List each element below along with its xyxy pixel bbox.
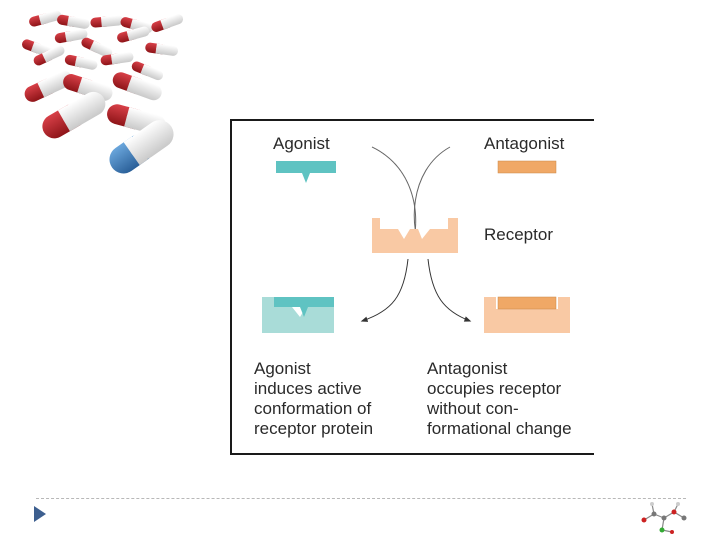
receptor-unchanged-conformation (484, 297, 570, 333)
receptor-protein (372, 218, 458, 253)
antagonist-caption: Antagonist occupies receptor without con… (427, 359, 572, 439)
receptor-label: Receptor (484, 225, 553, 244)
antagonist-molecule (497, 160, 557, 174)
antagonist-caption-line: formational change (427, 419, 572, 438)
agonist-caption-line: receptor protein (254, 419, 374, 438)
antagonist-caption-line: Antagonist (427, 359, 508, 378)
agonist-caption-line: conformation of (254, 399, 372, 418)
antagonist-caption-line: occupies receptor (427, 379, 562, 398)
agonist-molecule (276, 161, 336, 183)
receptor-active-conformation (262, 297, 334, 333)
antagonist-caption-line: without con- (427, 399, 519, 418)
footer-divider (36, 498, 686, 499)
play-arrow-icon[interactable] (34, 506, 46, 522)
pills-image-icon (20, 10, 185, 174)
arrow-receptor-to-agonist-state (360, 258, 409, 322)
agonist-caption-line: induces active (254, 379, 362, 398)
molecule-icon (641, 502, 687, 534)
agonist-caption: Agonist induces active conformation of r… (254, 359, 373, 439)
agonist-antagonist-diagram: Agonist Antagonist Receptor Agonist indu… (230, 119, 594, 455)
antagonist-label: Antagonist (484, 134, 565, 153)
agonist-label: Agonist (273, 134, 330, 153)
receptor-diagram-graphic (262, 146, 570, 333)
agonist-caption-line: Agonist (254, 359, 311, 378)
antagonist-bound (497, 296, 557, 310)
agonist-bound (274, 297, 334, 317)
arrow-receptor-to-antagonist-state (427, 258, 472, 322)
